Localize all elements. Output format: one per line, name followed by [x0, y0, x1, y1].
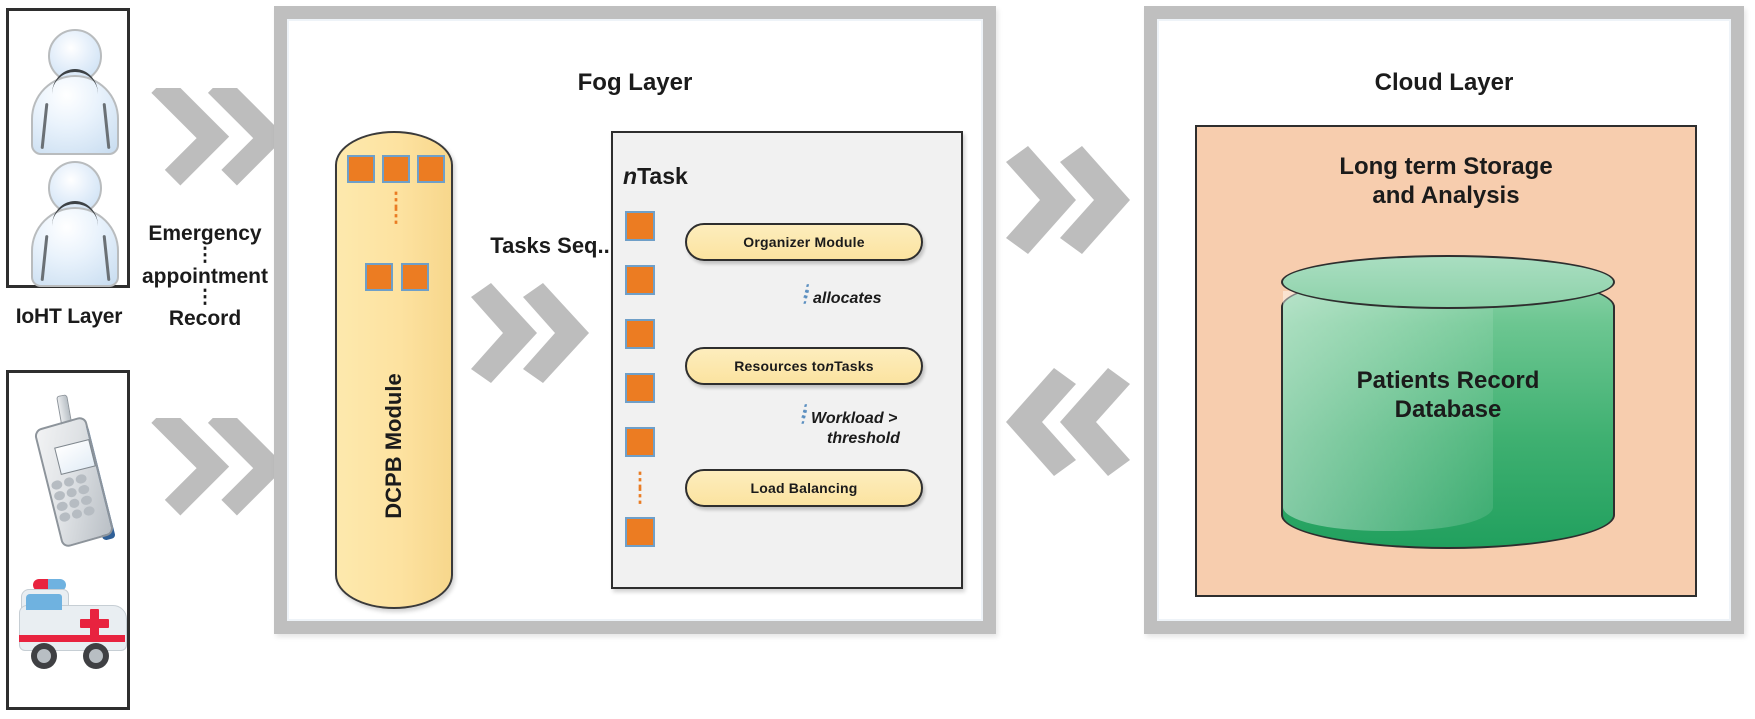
database-label: Patients Record Database: [1281, 367, 1615, 425]
ioht-devices-box: [6, 370, 130, 710]
dcpb-module-cylinder: ⋮ ⋮ DCPB Module: [335, 131, 453, 609]
ntask-task-tile: [625, 517, 655, 547]
tasks-seq-label: Tasks Seq..: [490, 233, 610, 258]
relation-dots-icon: ⋮⋮: [797, 283, 813, 306]
person-icon: [29, 161, 121, 287]
ntask-label: nTask: [623, 163, 688, 190]
relation-allocates: ⋮⋮ allocates: [797, 284, 882, 309]
relation-workload-line1: Workload >: [811, 410, 898, 427]
fog-layer-title: Fog Layer: [577, 69, 693, 96]
ntask-label-task: Task: [637, 163, 688, 189]
ntask-task-tile: [625, 319, 655, 349]
patients-record-database-cylinder: Patients Record Database: [1281, 255, 1615, 567]
arrow-ioht-to-fog-bottom-icon: [140, 418, 280, 543]
ntask-vertical-dots: ⋮: [630, 470, 650, 491]
ambulance-wheel-icon: [31, 643, 57, 669]
flow-label-record: Record: [168, 307, 242, 331]
flow-dots-1: ⋮: [195, 244, 215, 266]
cloud-layer-inner: Cloud Layer Long term Storage and Analys…: [1157, 19, 1731, 621]
database-cylinder-top: [1281, 255, 1615, 309]
arrow-cloud-to-fog-icon: [1006, 368, 1142, 496]
fog-layer-inner: Fog Layer ⋮ ⋮ DCPB Module Tasks Seq..: [287, 19, 983, 621]
cloud-layer-frame: Cloud Layer Long term Storage and Analys…: [1144, 6, 1744, 634]
organizer-module-pill[interactable]: Organizer Module: [685, 223, 923, 261]
fog-layer-frame: Fog Layer ⋮ ⋮ DCPB Module Tasks Seq..: [274, 6, 996, 634]
ioht-flow-labels: Emergency ⋮ appointment ⋮ Record: [132, 222, 278, 331]
organizer-module-label: Organizer Module: [743, 234, 865, 250]
dcpb-vertical-dots: ⋮: [386, 206, 406, 227]
cloud-layer-title: Cloud Layer: [1374, 69, 1514, 96]
dcpb-task-tile: [401, 263, 429, 291]
dcpb-task-tile: [365, 263, 393, 291]
ioht-patients-box: [6, 8, 130, 288]
ambulance-light-red-icon: [33, 579, 49, 591]
arrow-tasks-seq-icon: [471, 283, 603, 405]
ambulance-window-icon: [26, 594, 62, 610]
ambulance-wheel-icon: [83, 643, 109, 669]
ntask-task-tile: [625, 427, 655, 457]
dcpb-task-tile: [382, 155, 410, 183]
flow-label-appointment: appointment: [142, 264, 268, 288]
ambulance-cross-icon: [80, 619, 109, 628]
ntask-panel: nTask ⋮ ⋮ Organizer Module ⋮⋮ allocates: [611, 131, 963, 589]
person-neck-icon: [52, 69, 98, 94]
cloud-storage-box: Long term Storage and Analysis Patients …: [1195, 125, 1697, 597]
ambulance-icon: [17, 573, 127, 683]
dcpb-vertical-dots: ⋮: [386, 190, 406, 211]
relation-allocates-label: allocates: [813, 290, 882, 307]
relation-workload-threshold: ⋮⋮ Workload > threshold: [795, 404, 900, 449]
ntask-task-tile: [625, 265, 655, 295]
resources-label-tail: Tasks: [834, 358, 874, 374]
long-term-storage-label: Long term Storage and Analysis: [1197, 153, 1695, 211]
flow-dots-2: ⋮: [195, 287, 215, 309]
relation-workload-line2: threshold: [827, 430, 900, 447]
load-balancing-label: Load Balancing: [750, 480, 858, 496]
arrow-fog-to-cloud-icon: [1006, 146, 1142, 274]
ntask-task-tile: [625, 373, 655, 403]
dcpb-task-tile: [347, 155, 375, 183]
ntask-vertical-dots: ⋮: [630, 486, 650, 507]
relation-dots-icon: ⋮⋮: [795, 403, 811, 426]
long-term-storage-line2: and Analysis: [1372, 181, 1520, 209]
ntask-label-n: n: [623, 163, 638, 189]
ioht-layer-label: IoHT Layer: [15, 305, 123, 328]
arrow-ioht-to-fog-top-icon: [140, 88, 280, 213]
database-label-line2: Database: [1394, 395, 1502, 423]
dcpb-task-tile: [417, 155, 445, 183]
mobile-phone-icon: [31, 389, 117, 559]
ambulance-light-blue-icon: [48, 579, 66, 591]
long-term-storage-line1: Long term Storage: [1339, 153, 1553, 180]
person-icon: [29, 29, 121, 155]
load-balancing-pill[interactable]: Load Balancing: [685, 469, 923, 507]
person-neck-icon: [52, 201, 98, 226]
database-label-line1: Patients Record: [1356, 367, 1540, 394]
resources-label-n: n: [825, 358, 835, 374]
ntask-task-tile: [625, 211, 655, 241]
dcpb-module-label: DCPB Module: [381, 373, 406, 519]
ambulance-body-icon: [19, 605, 127, 651]
ambulance-stripe-icon: [19, 635, 125, 642]
resources-label-plain: Resources to: [734, 358, 826, 374]
flow-label-emergency: Emergency: [148, 222, 262, 245]
